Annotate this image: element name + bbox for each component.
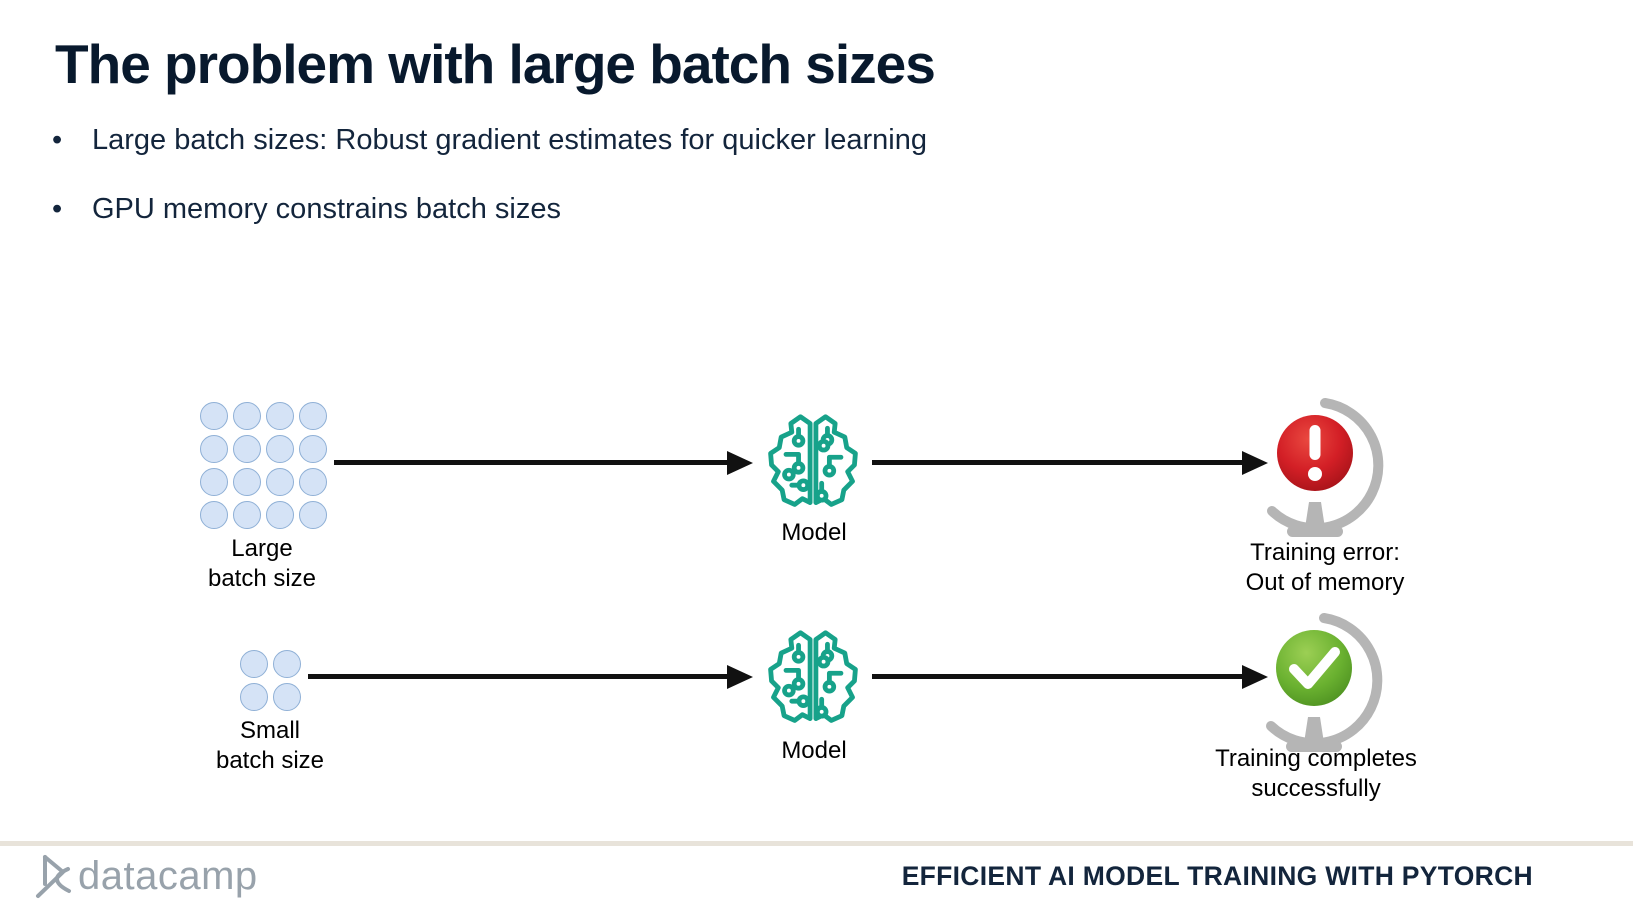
batch-sample-dot xyxy=(240,650,268,678)
course-title: EFFICIENT AI MODEL TRAINING WITH PYTORCH xyxy=(901,861,1533,891)
label-line: successfully xyxy=(1251,775,1381,802)
label-line: Large xyxy=(231,535,293,562)
label-line: Model xyxy=(781,519,847,546)
label-line: Training error: xyxy=(1250,539,1400,566)
batch-sample-dot xyxy=(266,501,294,529)
batch-sample-dot xyxy=(266,402,294,430)
batch-sample-dot xyxy=(299,435,327,463)
bullet-list: • Large batch sizes: Robust gradient est… xyxy=(52,122,927,260)
page-title: The problem with large batch sizes xyxy=(55,33,936,95)
brand-wordmark: datacamp xyxy=(78,854,258,898)
error-exclamation-globe-icon xyxy=(1237,396,1397,544)
batch-sample-dot xyxy=(233,435,261,463)
error-result-label: Training error: Out of memory xyxy=(1225,538,1425,598)
batch-sample-dot xyxy=(273,683,301,711)
batch-sample-dot xyxy=(240,683,268,711)
datacamp-logo-icon xyxy=(36,855,71,898)
arrow-model-to-error xyxy=(872,450,1268,475)
batch-sample-dot xyxy=(233,402,261,430)
bullet-text: Large batch sizes: Robust gradient estim… xyxy=(92,124,927,156)
ai-brain-circuit-icon xyxy=(760,626,866,734)
success-check-globe-icon xyxy=(1236,611,1396,759)
batch-sample-dot xyxy=(266,468,294,496)
success-result-label: Training completes successfully xyxy=(1206,744,1426,804)
label-line: Training completes xyxy=(1215,745,1417,772)
small-batch-grid xyxy=(240,650,301,711)
bullet-item: • GPU memory constrains batch sizes xyxy=(52,191,927,227)
arrow-small-batch-to-model xyxy=(308,664,753,689)
batch-sample-dot xyxy=(233,468,261,496)
batch-sample-dot xyxy=(200,402,228,430)
bullet-icon: • xyxy=(52,193,63,225)
ai-brain-circuit-icon xyxy=(760,410,866,518)
footer-divider xyxy=(0,841,1633,846)
batch-sample-dot xyxy=(299,402,327,430)
bullet-icon: • xyxy=(52,124,63,156)
small-batch-label: Small batch size xyxy=(190,716,350,776)
model-label: Model xyxy=(744,518,884,548)
bullet-text: GPU memory constrains batch sizes xyxy=(92,193,561,225)
arrow-large-batch-to-model xyxy=(334,450,753,475)
label-line: Out of memory xyxy=(1245,569,1405,596)
batch-sample-dot xyxy=(200,501,228,529)
label-line: batch size xyxy=(215,747,325,774)
large-batch-grid xyxy=(200,402,327,529)
batch-sample-dot xyxy=(200,468,228,496)
arrow-model-to-success xyxy=(872,664,1268,689)
batch-sample-dot xyxy=(200,435,228,463)
large-batch-label: Large batch size xyxy=(182,534,342,594)
batch-sample-dot xyxy=(266,435,294,463)
model-label: Model xyxy=(744,736,884,766)
label-line: Small xyxy=(239,717,300,744)
bullet-item: • Large batch sizes: Robust gradient est… xyxy=(52,122,927,158)
batch-sample-dot xyxy=(299,468,327,496)
label-line: Model xyxy=(781,737,847,764)
batch-sample-dot xyxy=(273,650,301,678)
label-line: batch size xyxy=(207,565,317,592)
batch-sample-dot xyxy=(299,501,327,529)
batch-sample-dot xyxy=(233,501,261,529)
